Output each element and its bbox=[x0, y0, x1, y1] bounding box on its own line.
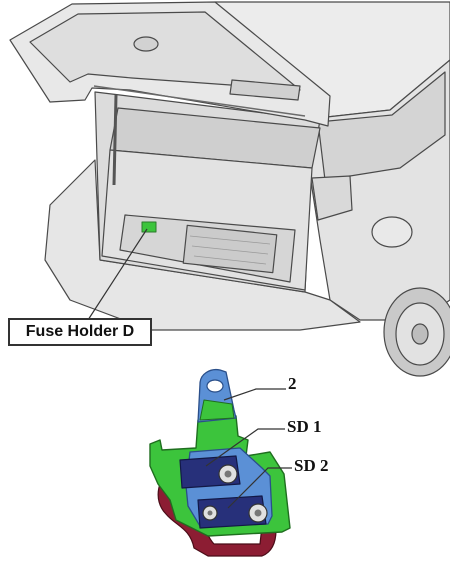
tailgate-light bbox=[229, 79, 301, 101]
fuse-leader-line bbox=[87, 228, 148, 321]
fuse-sd1 bbox=[179, 455, 241, 489]
fuse-sd2 bbox=[197, 495, 268, 529]
leader-line-2 bbox=[223, 388, 286, 401]
tailgate-glass bbox=[29, 11, 301, 91]
fuse-location-marker bbox=[141, 221, 157, 233]
callout-sd1-label: SD 1 bbox=[287, 417, 322, 436]
car-illustration bbox=[9, 1, 450, 377]
fuse-holder-detail bbox=[149, 368, 291, 557]
leader-line-sd1 bbox=[205, 428, 285, 467]
tailgate-strut bbox=[112, 94, 118, 186]
mounting-hole bbox=[206, 379, 224, 393]
fuse-holder-label: Fuse Holder D bbox=[8, 318, 152, 346]
leader-line-sd2 bbox=[227, 467, 292, 509]
callout-2-label: 2 bbox=[288, 374, 297, 393]
rear-bumper bbox=[44, 159, 361, 331]
fuel-flap bbox=[371, 216, 413, 248]
callout-sd2-label: SD 2 bbox=[294, 456, 329, 475]
tailgate-badge bbox=[133, 36, 159, 52]
rear-wheel bbox=[383, 287, 450, 377]
car-tail-light bbox=[311, 175, 353, 221]
